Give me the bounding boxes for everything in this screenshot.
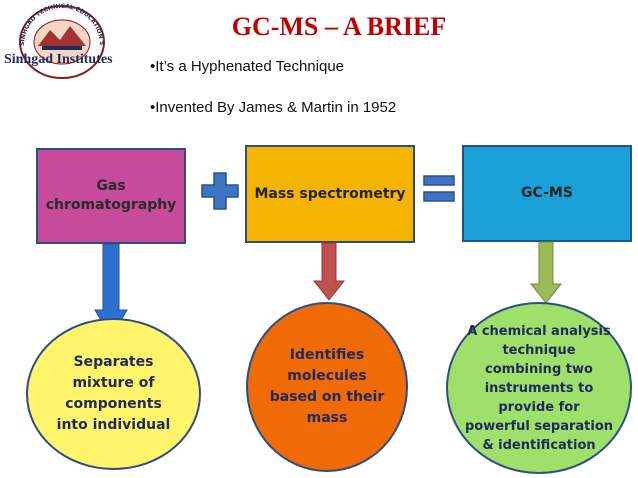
gas-chromatography-box: Gas chromatography: [36, 148, 186, 244]
sinhgad-logo: SINHGAD TECHNICAL EDUCATION SOCIETY PUNE: [0, 0, 120, 79]
bullet-invented: •Invented By James & Martin in 1952: [150, 99, 397, 116]
slide-title: GC-MS – A BRIEF: [231, 12, 447, 41]
plus-sign-icon: [201, 172, 239, 210]
arrow-down-ms-icon: [312, 242, 346, 301]
definition-ellipse: A chemical analysis technique combining …: [446, 302, 632, 474]
identifies-ellipse: Identifies molecules based on their mass: [246, 302, 408, 472]
arrow-down-gcms-icon: [529, 241, 563, 304]
separates-ellipse: Separates mixture of components into ind…: [26, 318, 201, 470]
sinhgad-logo-icon: SINHGAD TECHNICAL EDUCATION SOCIETY PUNE: [0, 0, 105, 79]
equals-sign-icon: [423, 175, 455, 202]
gc-ms-box: GC-MS: [462, 145, 632, 242]
logo-caption: Sinhgad Institutes: [4, 52, 113, 67]
mass-spectrometry-box: Mass spectrometry: [245, 145, 415, 243]
bullet-hyphenated: •It’s a Hyphenated Technique: [150, 58, 345, 75]
